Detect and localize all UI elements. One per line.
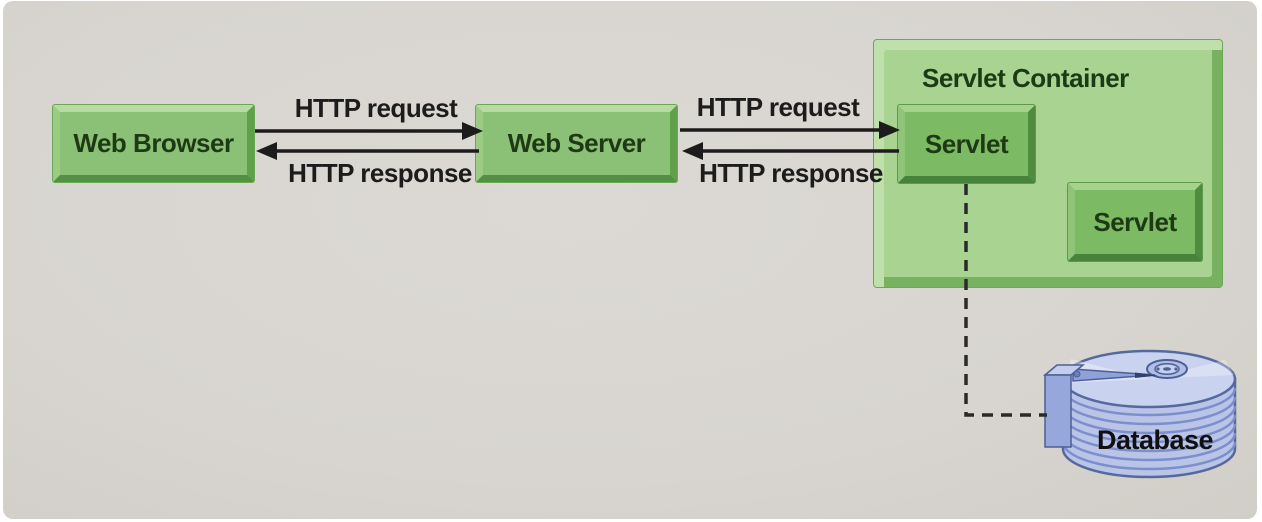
servlet-container-title: Servlet Container bbox=[922, 63, 1129, 94]
browser-server-request-arrow bbox=[255, 122, 483, 140]
web-server-node: Web Server bbox=[476, 105, 677, 182]
database-icon: Database bbox=[1037, 345, 1239, 487]
server-servlet-request-arrow bbox=[680, 121, 900, 139]
servlet-2-node: Servlet bbox=[1068, 183, 1202, 261]
web-server-label: Web Server bbox=[508, 128, 646, 159]
servlet-1-label: Servlet bbox=[925, 129, 1008, 160]
server-servlet-request-label: HTTP request bbox=[668, 92, 888, 123]
database-label: Database bbox=[1097, 425, 1214, 455]
web-browser-node: Web Browser bbox=[53, 105, 254, 182]
server-servlet-response-label: HTTP response bbox=[681, 158, 901, 189]
servlet-1-node: Servlet bbox=[898, 105, 1035, 183]
diagram-background: Web Browser Web Server Servlet Container… bbox=[3, 1, 1257, 519]
browser-server-request-label: HTTP request bbox=[266, 93, 486, 124]
servlet-2-label: Servlet bbox=[1093, 207, 1176, 238]
browser-server-response-label: HTTP response bbox=[270, 158, 490, 189]
web-browser-label: Web Browser bbox=[73, 128, 233, 159]
